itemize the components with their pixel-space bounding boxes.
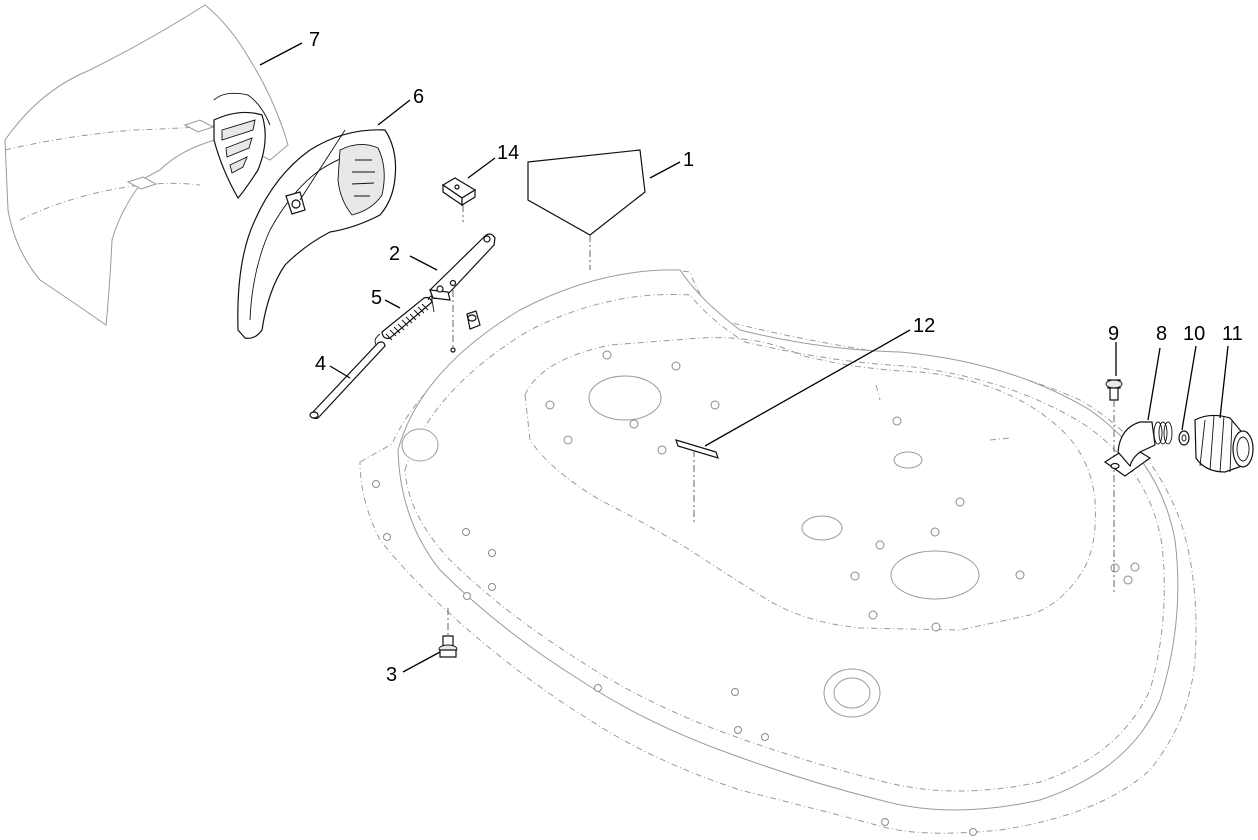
leader-12 — [704, 329, 911, 447]
leader-7 — [259, 42, 303, 66]
callout-10: 10 — [1183, 323, 1205, 345]
rod — [309, 341, 386, 420]
leader-lines — [259, 42, 1229, 673]
leader-4 — [329, 365, 351, 379]
leader-1 — [649, 161, 681, 179]
decal — [527, 149, 646, 270]
bolt-right — [1105, 379, 1123, 595]
bracket — [441, 177, 477, 222]
callout-1: 1 — [683, 149, 694, 171]
deflector — [237, 129, 397, 339]
callout-labels: 7 6 14 1 2 5 4 12 9 8 10 11 3 — [309, 29, 1243, 686]
callout-14: 14 — [497, 142, 519, 164]
leader-5 — [384, 299, 401, 309]
coupler-cap — [1194, 414, 1254, 473]
callout-6: 6 — [413, 86, 424, 108]
callout-8: 8 — [1156, 323, 1167, 345]
o-ring — [1178, 430, 1190, 446]
discharge-chute — [4, 4, 289, 326]
leader-2 — [409, 255, 438, 271]
callout-11: 11 — [1222, 323, 1243, 345]
mower-deck-housing — [359, 269, 1197, 836]
leader-14 — [467, 157, 496, 179]
leader-3 — [402, 651, 441, 673]
elbow-fitting — [1103, 421, 1173, 477]
callout-12: 12 — [913, 315, 935, 337]
callout-5: 5 — [371, 287, 382, 309]
callout-3: 3 — [386, 664, 397, 686]
pivot-bracket — [429, 233, 496, 353]
callout-4: 4 — [315, 353, 326, 375]
leader-6 — [377, 99, 411, 126]
label-strip — [675, 439, 719, 525]
leader-10 — [1181, 345, 1197, 431]
callout-2: 2 — [389, 243, 400, 265]
bolt — [438, 608, 458, 658]
leader-11 — [1219, 345, 1229, 419]
callout-9: 9 — [1108, 323, 1119, 345]
spring — [374, 295, 435, 347]
leader-8 — [1147, 347, 1161, 421]
callout-7: 7 — [309, 29, 320, 51]
